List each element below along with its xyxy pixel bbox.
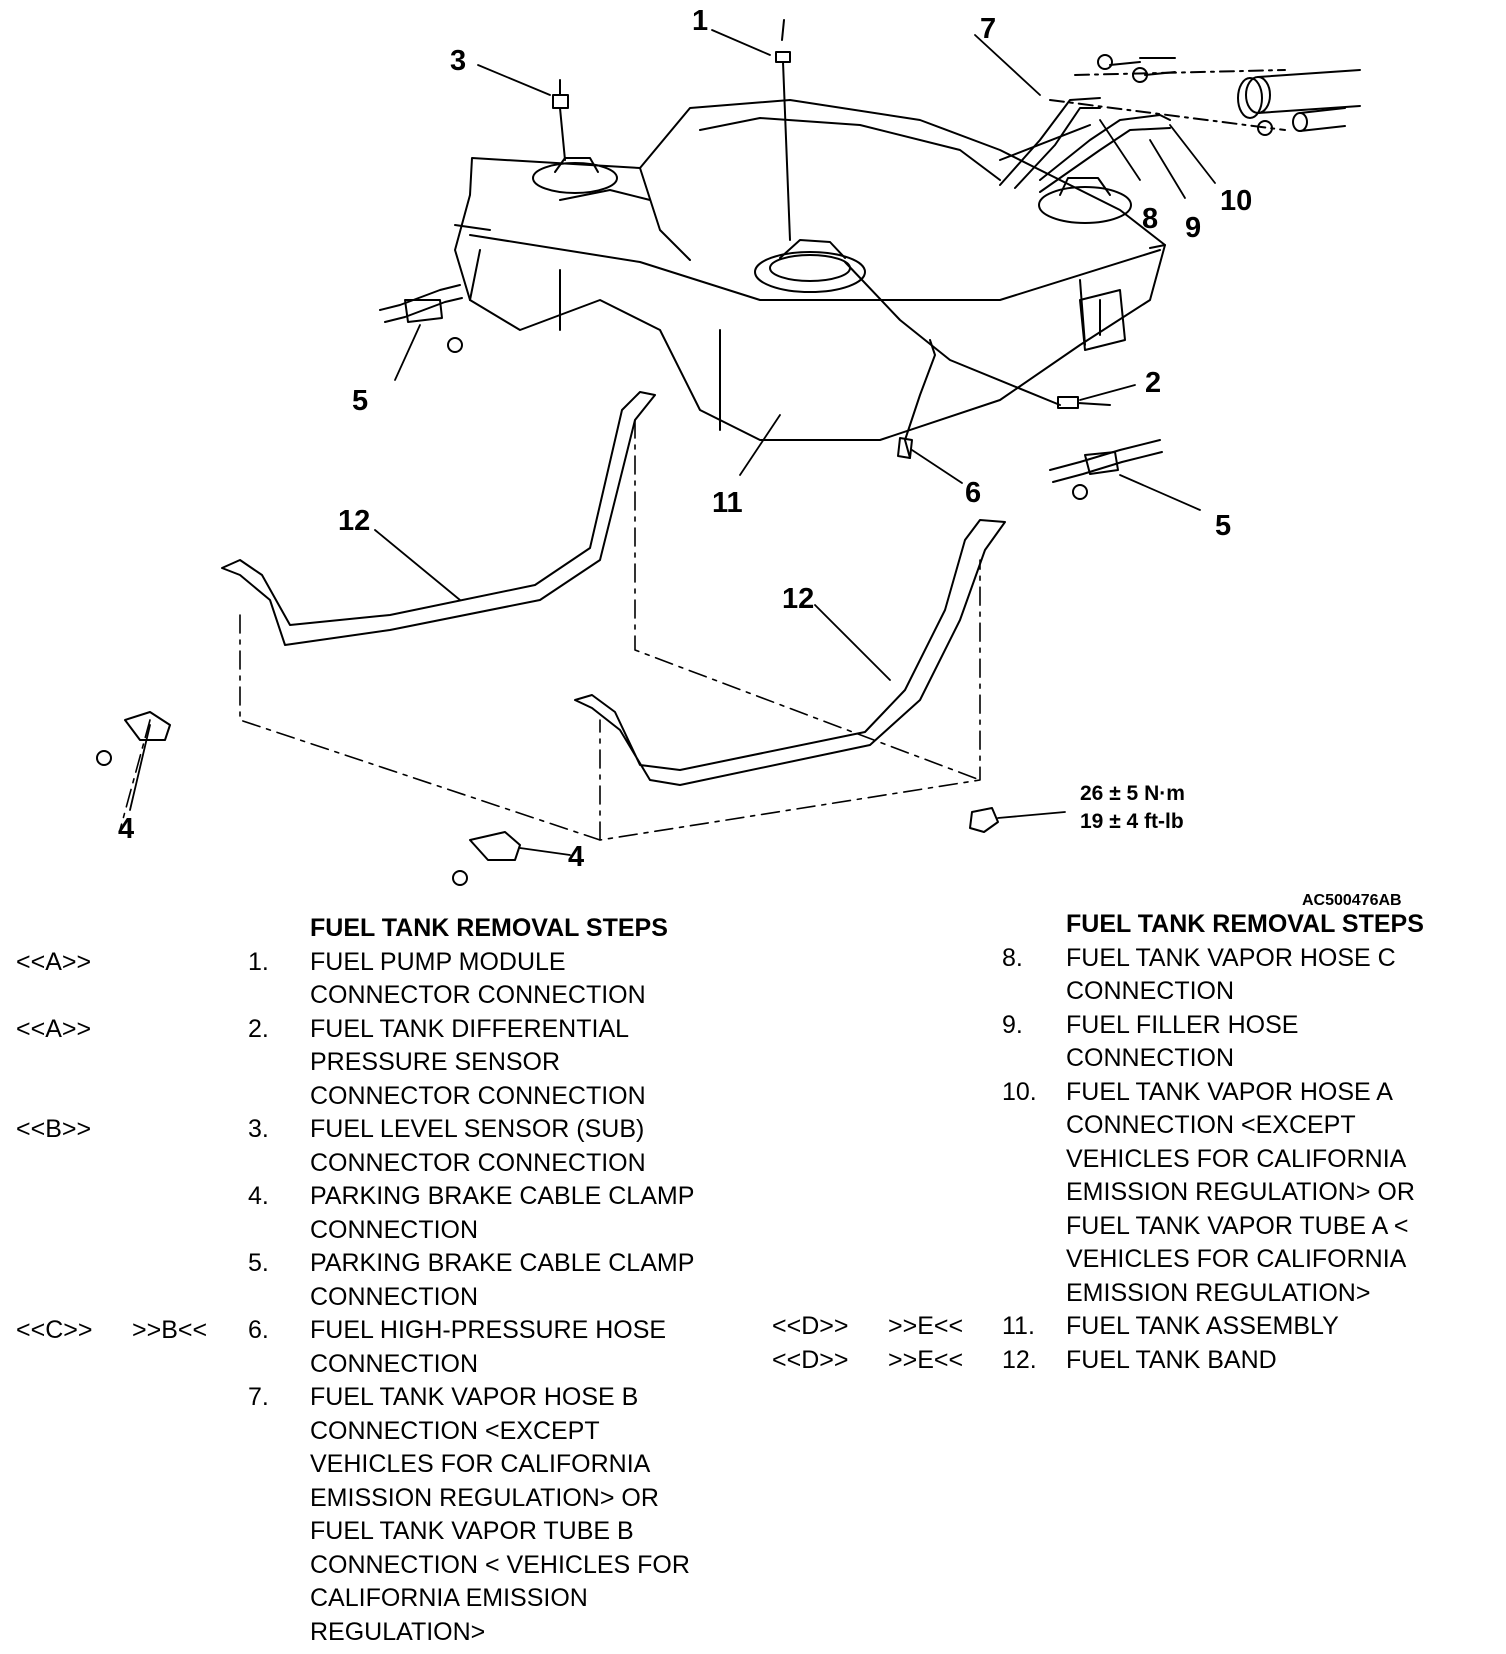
step-number: 3. <box>248 1115 269 1143</box>
callout-12-right: 12 <box>782 583 814 615</box>
callout-5-left: 5 <box>352 385 368 417</box>
service-code: <<C>> <box>16 1316 93 1344</box>
left-removal-steps: FUEL TANK REMOVAL STEPS <<A>> 1. FUEL PU… <box>0 912 760 1652</box>
right-removal-steps: FUEL TANK REMOVAL STEPS 8. FUEL TANK VAP… <box>760 908 1472 1408</box>
step-number: 8. <box>1002 943 1023 972</box>
left-steps-title: FUEL TANK REMOVAL STEPS <box>310 912 668 946</box>
fuel-tank-outline <box>454 99 1166 441</box>
step-number: 6. <box>248 1316 269 1344</box>
step-text: FUEL LEVEL SENSOR (SUB) CONNECTOR CONNEC… <box>310 1115 646 1177</box>
left-steps-title-text: FUEL TANK REMOVAL STEPS <box>310 914 668 942</box>
callout-10: 10 <box>1220 185 1252 217</box>
step-number: 2. <box>248 1014 269 1043</box>
step-number: 10. <box>1002 1077 1037 1106</box>
step-text: FUEL PUMP MODULE CONNECTOR CONNECTION <box>310 947 646 1010</box>
step-text: FUEL TANK BAND <box>1066 1345 1277 1374</box>
service-code: <<A>> <box>16 947 92 976</box>
fuel-level-sensor-sub <box>532 162 618 194</box>
step-text: FUEL TANK DIFFERENTIAL PRESSURE SENSOR C… <box>310 1014 646 1110</box>
callout-3: 3 <box>450 45 466 77</box>
service-code: <<B>> <box>16 1115 92 1143</box>
step-text: FUEL TANK VAPOR HOSE A CONNECTION <EXCEP… <box>1066 1077 1415 1307</box>
torque-ftlb: 19 ± 4 ft-lb <box>1080 810 1184 833</box>
step-text: FUEL HIGH-PRESSURE HOSE CONNECTION <box>310 1316 667 1378</box>
fuel-tank-band-right <box>574 519 1006 786</box>
fuel-pump-module <box>754 251 866 293</box>
step-text: FUEL TANK ASSEMBLY <box>1066 1312 1339 1340</box>
figure-id: AC500476AB <box>1302 892 1402 909</box>
callout-5-right: 5 <box>1215 510 1231 542</box>
service-code: <<D>> <box>772 1345 849 1374</box>
step-number: 7. <box>248 1383 269 1411</box>
step-number: 9. <box>1002 1010 1023 1039</box>
step-number: 1. <box>248 947 269 976</box>
fuel-level-sensor-main <box>1038 186 1132 224</box>
callout-4-bottom: 4 <box>568 841 584 873</box>
torque-nm: 26 ± 5 N·m <box>1080 782 1185 805</box>
callout-1: 1 <box>692 5 708 37</box>
service-code: <<D>> <box>772 1312 849 1340</box>
callout-9: 9 <box>1185 212 1201 244</box>
step-text: FUEL TANK VAPOR HOSE B CONNECTION <EXCEP… <box>310 1383 690 1646</box>
callout-2: 2 <box>1145 367 1161 399</box>
callout-11: 11 <box>712 487 743 519</box>
service-code: <<A>> <box>16 1014 92 1043</box>
step-text: PARKING BRAKE CABLE CLAMP CONNECTION <box>310 1249 695 1311</box>
step-text: FUEL FILLER HOSE CONNECTION <box>1066 1010 1299 1073</box>
callout-8: 8 <box>1142 203 1158 235</box>
right-steps-title-text: FUEL TANK REMOVAL STEPS <box>1066 910 1424 938</box>
step-number: 5. <box>248 1249 269 1277</box>
callout-6: 6 <box>965 477 981 509</box>
step-text: FUEL TANK VAPOR HOSE C CONNECTION <box>1066 943 1396 1006</box>
callout-12-left: 12 <box>338 505 370 537</box>
right-steps-title: FUEL TANK REMOVAL STEPS <box>1066 908 1424 942</box>
install-code: >>E<< <box>888 1345 964 1374</box>
step-text: PARKING BRAKE CABLE CLAMP CONNECTION <box>310 1182 695 1244</box>
fuel-tank-exploded-diagram: 1 2 3 4 4 5 5 6 7 8 9 10 11 12 12 26 ± 5… <box>96 5 1402 909</box>
callout-4-left: 4 <box>118 813 134 845</box>
step-number: 11. <box>1002 1312 1035 1340</box>
step-number: 4. <box>248 1182 269 1210</box>
step-number: 12. <box>1002 1345 1037 1374</box>
install-code: >>B<< <box>132 1316 208 1344</box>
fuel-tank-band-left <box>221 391 656 646</box>
callout-7: 7 <box>980 13 996 45</box>
install-code: >>E<< <box>888 1312 964 1340</box>
